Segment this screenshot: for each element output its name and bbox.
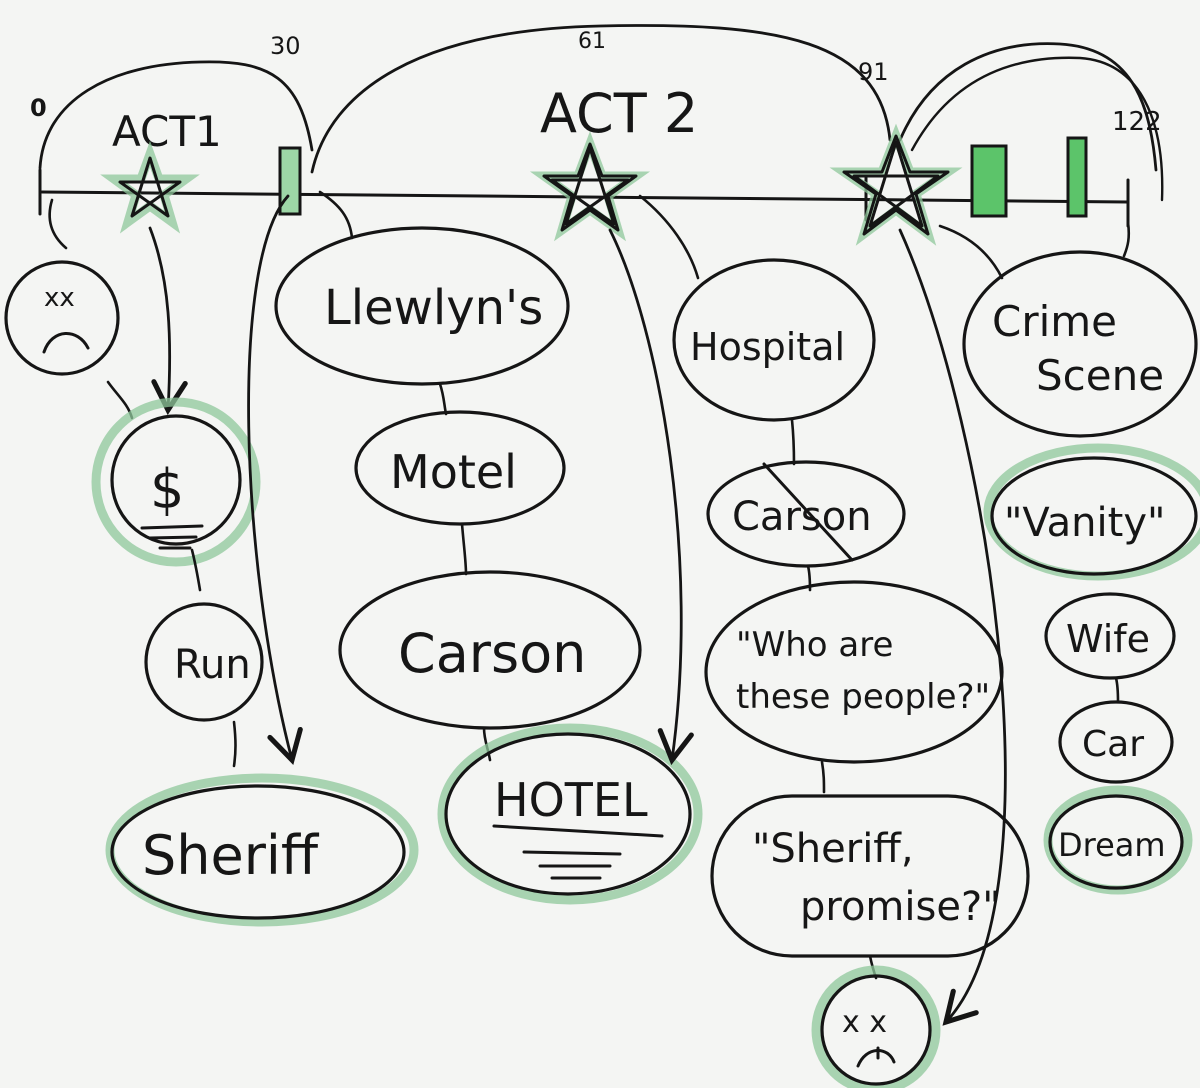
act2-label: ACT 2 [540, 82, 698, 145]
sheriff-promise-line-1: "Sheriff, [752, 826, 914, 872]
vanity-label: "Vanity" [1004, 500, 1165, 546]
dream-label: Dream [1058, 826, 1166, 864]
who-line-1: "Who are [736, 625, 893, 665]
sheriff-label: Sheriff [142, 824, 320, 887]
hotel-node: HOTEL [437, 723, 703, 905]
plot-point-b [1066, 136, 1088, 218]
sheriff-promise-node: "Sheriff, promise?" [710, 794, 1030, 958]
money-node: $ [91, 397, 261, 567]
act3-arc [898, 42, 1158, 172]
hospital-node: Hospital [672, 258, 876, 422]
mark-122: 122 [1112, 107, 1162, 137]
crime-line-1: Crime [992, 297, 1117, 346]
llewlyns-label: Llewlyn's [324, 280, 543, 336]
plot-point-a [970, 144, 1008, 218]
mark-61: 61 [578, 29, 606, 54]
car-label: Car [1082, 724, 1144, 765]
wife-label: Wife [1066, 617, 1150, 661]
motel-label: Motel [390, 445, 517, 499]
carson-2-label: Carson [732, 494, 872, 540]
hotel-label: HOTEL [494, 773, 648, 827]
dream-node: Dream [1043, 785, 1193, 895]
crime-scene-node: Crime Scene [962, 250, 1198, 438]
carson-1-label: Carson [398, 622, 586, 685]
dead-face-2-eyes: x x [842, 1005, 887, 1040]
column-act2a: Llewlyn's Motel Carson HOTEL [274, 190, 703, 905]
mark-91: 91 [858, 58, 889, 86]
carson-2-node: Carson [706, 460, 906, 568]
carson-1-node: Carson [338, 570, 642, 730]
column-act2b: Hospital Carson "Who are these people?" … [638, 194, 1030, 1088]
star-icon [100, 140, 200, 234]
column-act3: Crime Scene "Vanity" Wife Car Dream [938, 220, 1200, 895]
wife-node: Wife [1044, 592, 1176, 680]
star-icon [529, 131, 651, 242]
act1-arc [38, 60, 314, 170]
vanity-node: "Vanity" [983, 443, 1200, 581]
crime-line-2: Scene [1036, 351, 1164, 400]
motel-node: Motel [354, 410, 566, 526]
mark-0: 0 [30, 94, 47, 122]
sad-face-icon: x x [811, 965, 941, 1088]
run-node: Run [144, 602, 264, 722]
sad-face-icon: xx [4, 260, 120, 376]
hospital-label: Hospital [690, 325, 845, 369]
act2-arc [310, 24, 892, 174]
sheriff-node: Sheriff [105, 773, 419, 927]
column-act1: xx $ Run Sheriff [4, 194, 419, 927]
car-node: Car [1058, 700, 1174, 784]
act1-label: ACT1 [112, 107, 222, 156]
star-icon [829, 123, 963, 246]
sheriff-promise-line-2: promise?" [800, 884, 1001, 930]
mark-30: 30 [270, 32, 301, 60]
dead-face-eyes: xx [44, 283, 75, 313]
who-line-2: these people?" [736, 677, 990, 717]
run-label: Run [174, 642, 251, 688]
llewlyns-node: Llewlyn's [274, 226, 570, 386]
timeline: 0 30 61 91 122 ACT1 ACT 2 [30, 24, 1164, 246]
dollar-sign-icon: $ [150, 458, 184, 521]
act3-arc-2 [910, 56, 1164, 202]
who-are-these-people-node: "Who are these people?" [704, 580, 1004, 764]
